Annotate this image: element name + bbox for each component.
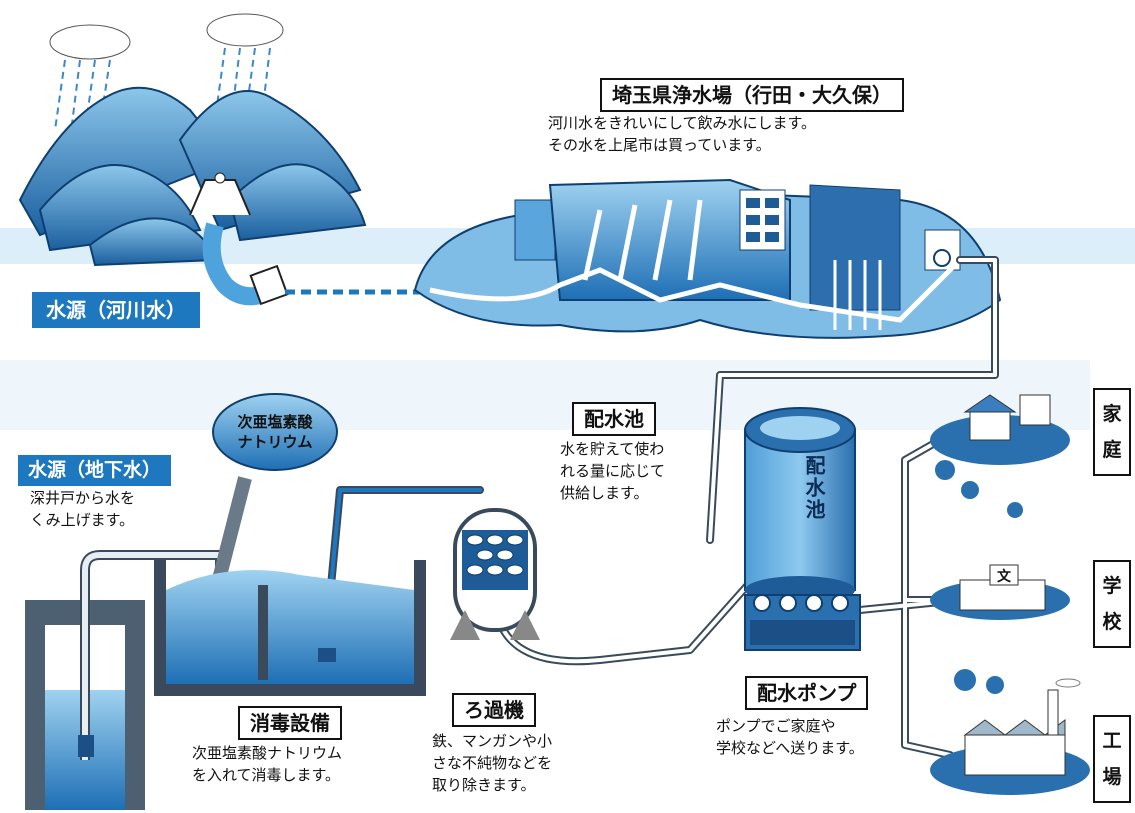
dest-home-label: 家庭	[1102, 403, 1122, 461]
river-source-label: 水源（河川水）	[32, 292, 200, 328]
reservoir-desc-line: れる量に応じて	[560, 462, 666, 480]
filter-machine	[450, 508, 540, 640]
filter-title: ろ過機	[452, 693, 536, 727]
ground-desc-line: 深井戸から水を	[30, 489, 136, 507]
dest-factory-label: 工場	[1102, 730, 1122, 788]
disinfect-description: 次亜塩素酸ナトリウム を入れて消毒します。	[192, 742, 342, 786]
reservoir-description: 水を貯えて使わ れる量に応じて 供給します。	[560, 438, 665, 504]
dest-home: 家庭	[1093, 388, 1131, 476]
river	[202, 222, 263, 306]
purification-plant	[413, 178, 1002, 339]
houses	[930, 394, 1070, 518]
filter-desc-line: 鉄、マンガンや小	[432, 732, 553, 750]
chem-line: ナトリウム	[237, 433, 313, 451]
plant-title: 埼玉県浄水場（行田・大久保）	[600, 78, 904, 112]
reservoir-title: 配水池	[572, 402, 656, 436]
dest-school: 学校	[1093, 560, 1131, 648]
chemical-bubble-text: 次亜塩素酸 ナトリウム	[225, 412, 325, 452]
mountains	[18, 86, 367, 267]
dest-school-label: 学校	[1102, 575, 1122, 633]
chemical-bubble	[212, 393, 338, 471]
school-sign: 文	[997, 569, 1011, 585]
reservoir-desc-line: 水を貯えて使わ	[560, 440, 665, 458]
plant-desc-line: 河川水をきれいにして飲み水にします。	[548, 114, 817, 132]
disinfect-title: 消毒設備	[238, 706, 342, 740]
ground-desc-line: くみ上げます。	[30, 511, 135, 529]
school	[930, 564, 1070, 694]
deep-well	[25, 550, 225, 810]
groundwater-description: 深井戸から水を くみ上げます。	[30, 487, 135, 531]
filter-desc-line: さな不純物などを	[432, 754, 553, 772]
reservoir-desc-line: 供給します。	[560, 484, 649, 502]
filter-description: 鉄、マンガンや小 さな不純物などを 取り除きます。	[432, 730, 552, 796]
disinfection-tank	[154, 560, 426, 696]
disinfect-desc-line: 次亜塩素酸ナトリウム	[192, 744, 343, 762]
filter-desc-line: 取り除きます。	[432, 776, 536, 794]
pump-desc-line: 学校などへ送ります。	[716, 739, 864, 757]
groundwater-source-label: 水源（地下水）	[18, 455, 172, 486]
pump-title: 配水ポンプ	[745, 676, 869, 710]
background-band	[0, 360, 1090, 430]
plant-desc-line: その水を上尾市は買っています。	[548, 136, 771, 154]
chem-line: 次亜塩素酸	[237, 413, 313, 431]
reservoir-tank-label: 配水池	[802, 455, 826, 521]
intake	[249, 264, 289, 306]
factory	[930, 678, 1090, 795]
distribution-pump	[744, 594, 861, 651]
disinfect-desc-line: を入れて消毒します。	[192, 766, 341, 784]
pump-desc-line: ポンプでご家庭や	[716, 717, 836, 735]
dest-factory: 工場	[1093, 715, 1131, 803]
plant-description: 河川水をきれいにして飲み水にします。 その水を上尾市は買っています。	[548, 112, 816, 156]
pump-description: ポンプでご家庭や 学校などへ送ります。	[716, 715, 864, 759]
dam	[189, 172, 251, 216]
